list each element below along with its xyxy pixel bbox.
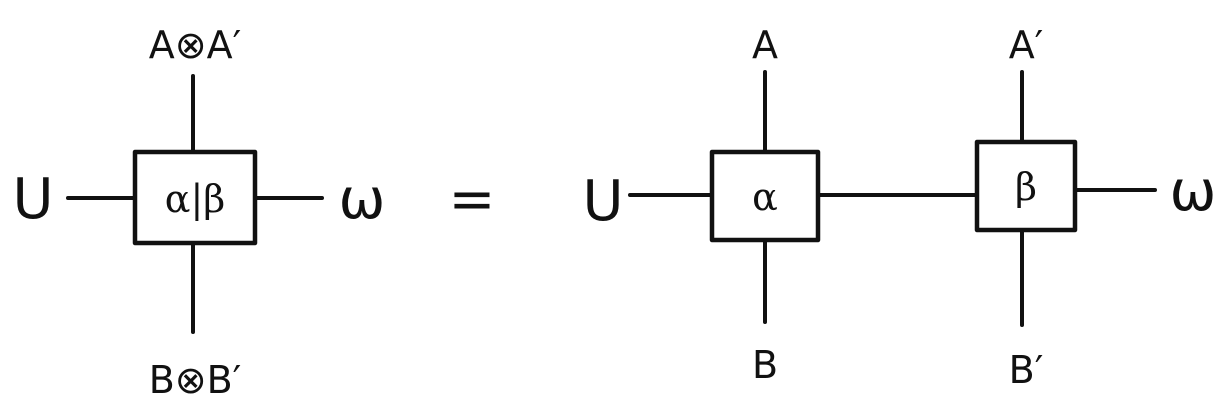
lhs-box-label: α|β (165, 177, 225, 221)
lhs-top-label: A⊗A′ (149, 23, 241, 67)
beta-box (974, 139, 1078, 233)
lhs-bottom-label: B⊗B′ (149, 358, 242, 402)
equals-sign: = (449, 167, 496, 232)
rhs-diagram: α β A B A′ B′ U ω (583, 23, 1217, 392)
rhs-input-label: U (583, 169, 624, 234)
alpha-top-label: A (752, 23, 778, 67)
rhs-output-label: ω (1170, 159, 1217, 224)
lhs-output-label: ω (339, 167, 386, 232)
lhs-combined-box (132, 149, 258, 246)
beta-bottom-label: B′ (1009, 348, 1044, 392)
lhs-input-label: U (13, 167, 54, 232)
beta-top-label: A′ (1009, 23, 1044, 67)
alpha-box-label: α (752, 175, 778, 219)
alpha-bottom-label: B (752, 343, 778, 387)
lhs-diagram: α|β A⊗A′ B⊗B′ U ω (13, 23, 386, 402)
beta-box-label: β (1015, 165, 1037, 209)
alpha-box (709, 149, 821, 243)
